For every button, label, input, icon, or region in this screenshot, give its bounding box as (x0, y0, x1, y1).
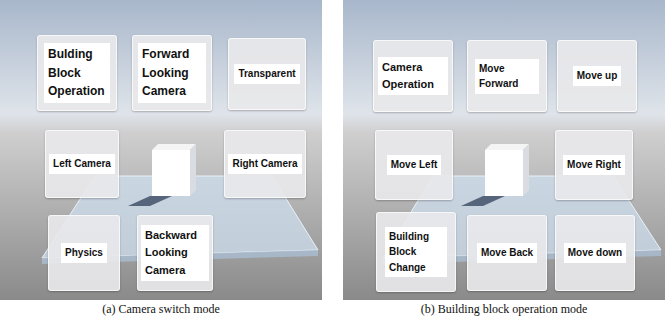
ui-button-panel: Camera Operation (373, 40, 453, 112)
button-label: Left Camera (49, 154, 115, 174)
button-label: Move down (564, 243, 626, 263)
ui-button-panel: Transparent (228, 38, 306, 110)
button-label: Right Camera (228, 154, 301, 174)
ui-button-panel: Right Camera (224, 130, 306, 198)
ui-button-panel: Physics (48, 215, 120, 291)
subfigure-caption: (a) Camera switch mode (102, 302, 220, 317)
ui-button-panel: Move Forward (467, 40, 547, 112)
button-label: Move up (573, 66, 622, 86)
button-label: Move Right (563, 155, 625, 175)
button-label: Forward Looking Camera (138, 43, 206, 103)
button-label: Move Forward (475, 59, 539, 94)
ui-button-panel: Move down (555, 215, 635, 291)
button-label: Move Back (477, 243, 537, 263)
ui-button-panel: Move Left (375, 130, 453, 200)
ui-button-panel: Left Camera (45, 130, 119, 198)
ui-button-panel: Forward Looking Camera (132, 35, 212, 111)
ui-button-panel: Move Back (467, 215, 547, 291)
ui-button-panel: Bulding Block Operation (37, 35, 117, 111)
button-label: Backward Looking Camera (141, 225, 209, 280)
ui-button-panel: Backward Looking Camera (137, 215, 213, 291)
button-label: Transparent (234, 64, 299, 84)
button-label: Building Block Change (385, 227, 447, 278)
subfigure-caption: (b) Building block operation mode (421, 302, 588, 317)
ui-button-panel: Building Block Change (376, 212, 456, 292)
ui-button-panel: Move up (557, 40, 637, 112)
ui-button-panel: Move Right (555, 130, 633, 200)
button-label: Bulding Block Operation (44, 43, 110, 103)
button-label: Camera Operation (378, 57, 448, 95)
button-label: Move Left (387, 155, 442, 175)
button-label: Physics (61, 243, 107, 263)
